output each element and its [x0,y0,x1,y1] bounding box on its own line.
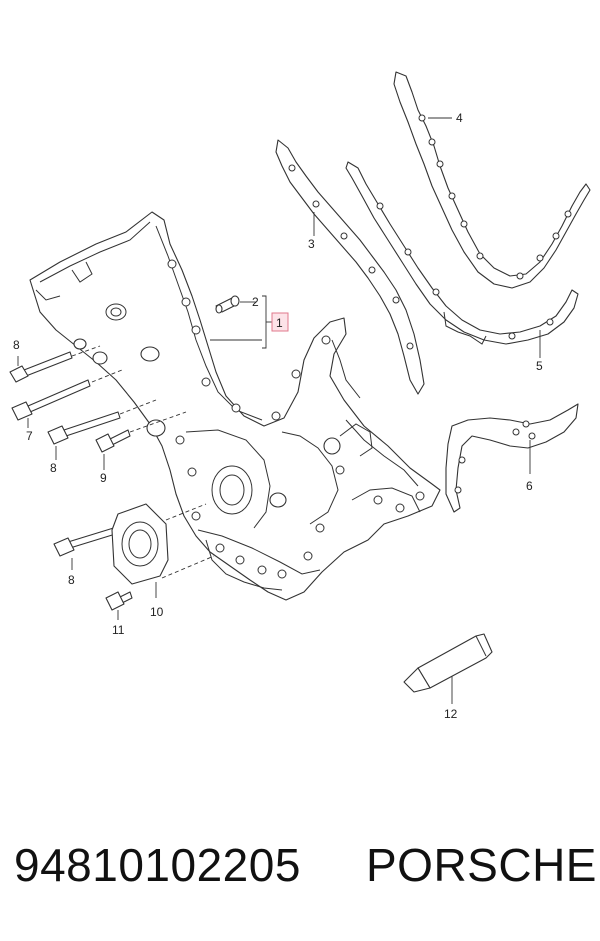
dowel-pin [215,295,240,314]
footer: 94810102205 PORSCHE [0,838,600,908]
callout-10: 10 [150,605,164,619]
callout-4: 4 [456,111,463,125]
bolt-8-lower [53,525,123,557]
callout-12: 12 [444,707,458,721]
bolt-8-upper [9,351,73,383]
callout-7: 7 [26,429,33,443]
callout-11: 11 [112,623,125,637]
gasket-4 [393,71,591,289]
brand-name: PORSCHE [366,839,597,891]
highlight-box-1 [271,312,289,332]
bolt-8-middle [47,411,121,445]
callout-6: 6 [526,479,533,493]
callout-5: 5 [536,359,543,373]
bolt-11 [105,591,133,611]
callout-9: 9 [100,471,107,485]
callout-1: 1 [276,316,283,330]
exploded-parts-diagram: 4 3 5 6 [9,71,591,721]
gasket-3 [275,139,425,395]
bolt-7 [11,379,91,421]
seal-10 [111,503,169,585]
callout-8b: 8 [50,461,57,475]
bolt-9 [95,429,131,453]
callout-8a: 8 [13,338,20,352]
part-number: 94810102205 [14,839,301,891]
gasket-6 [445,403,579,513]
gasket-5 [345,161,579,345]
callout-8c: 8 [68,573,75,587]
callout-3: 3 [308,237,315,251]
sealant-tube-12 [403,633,493,693]
timing-cover-housing [29,211,441,601]
callout-2: 2 [252,295,259,309]
